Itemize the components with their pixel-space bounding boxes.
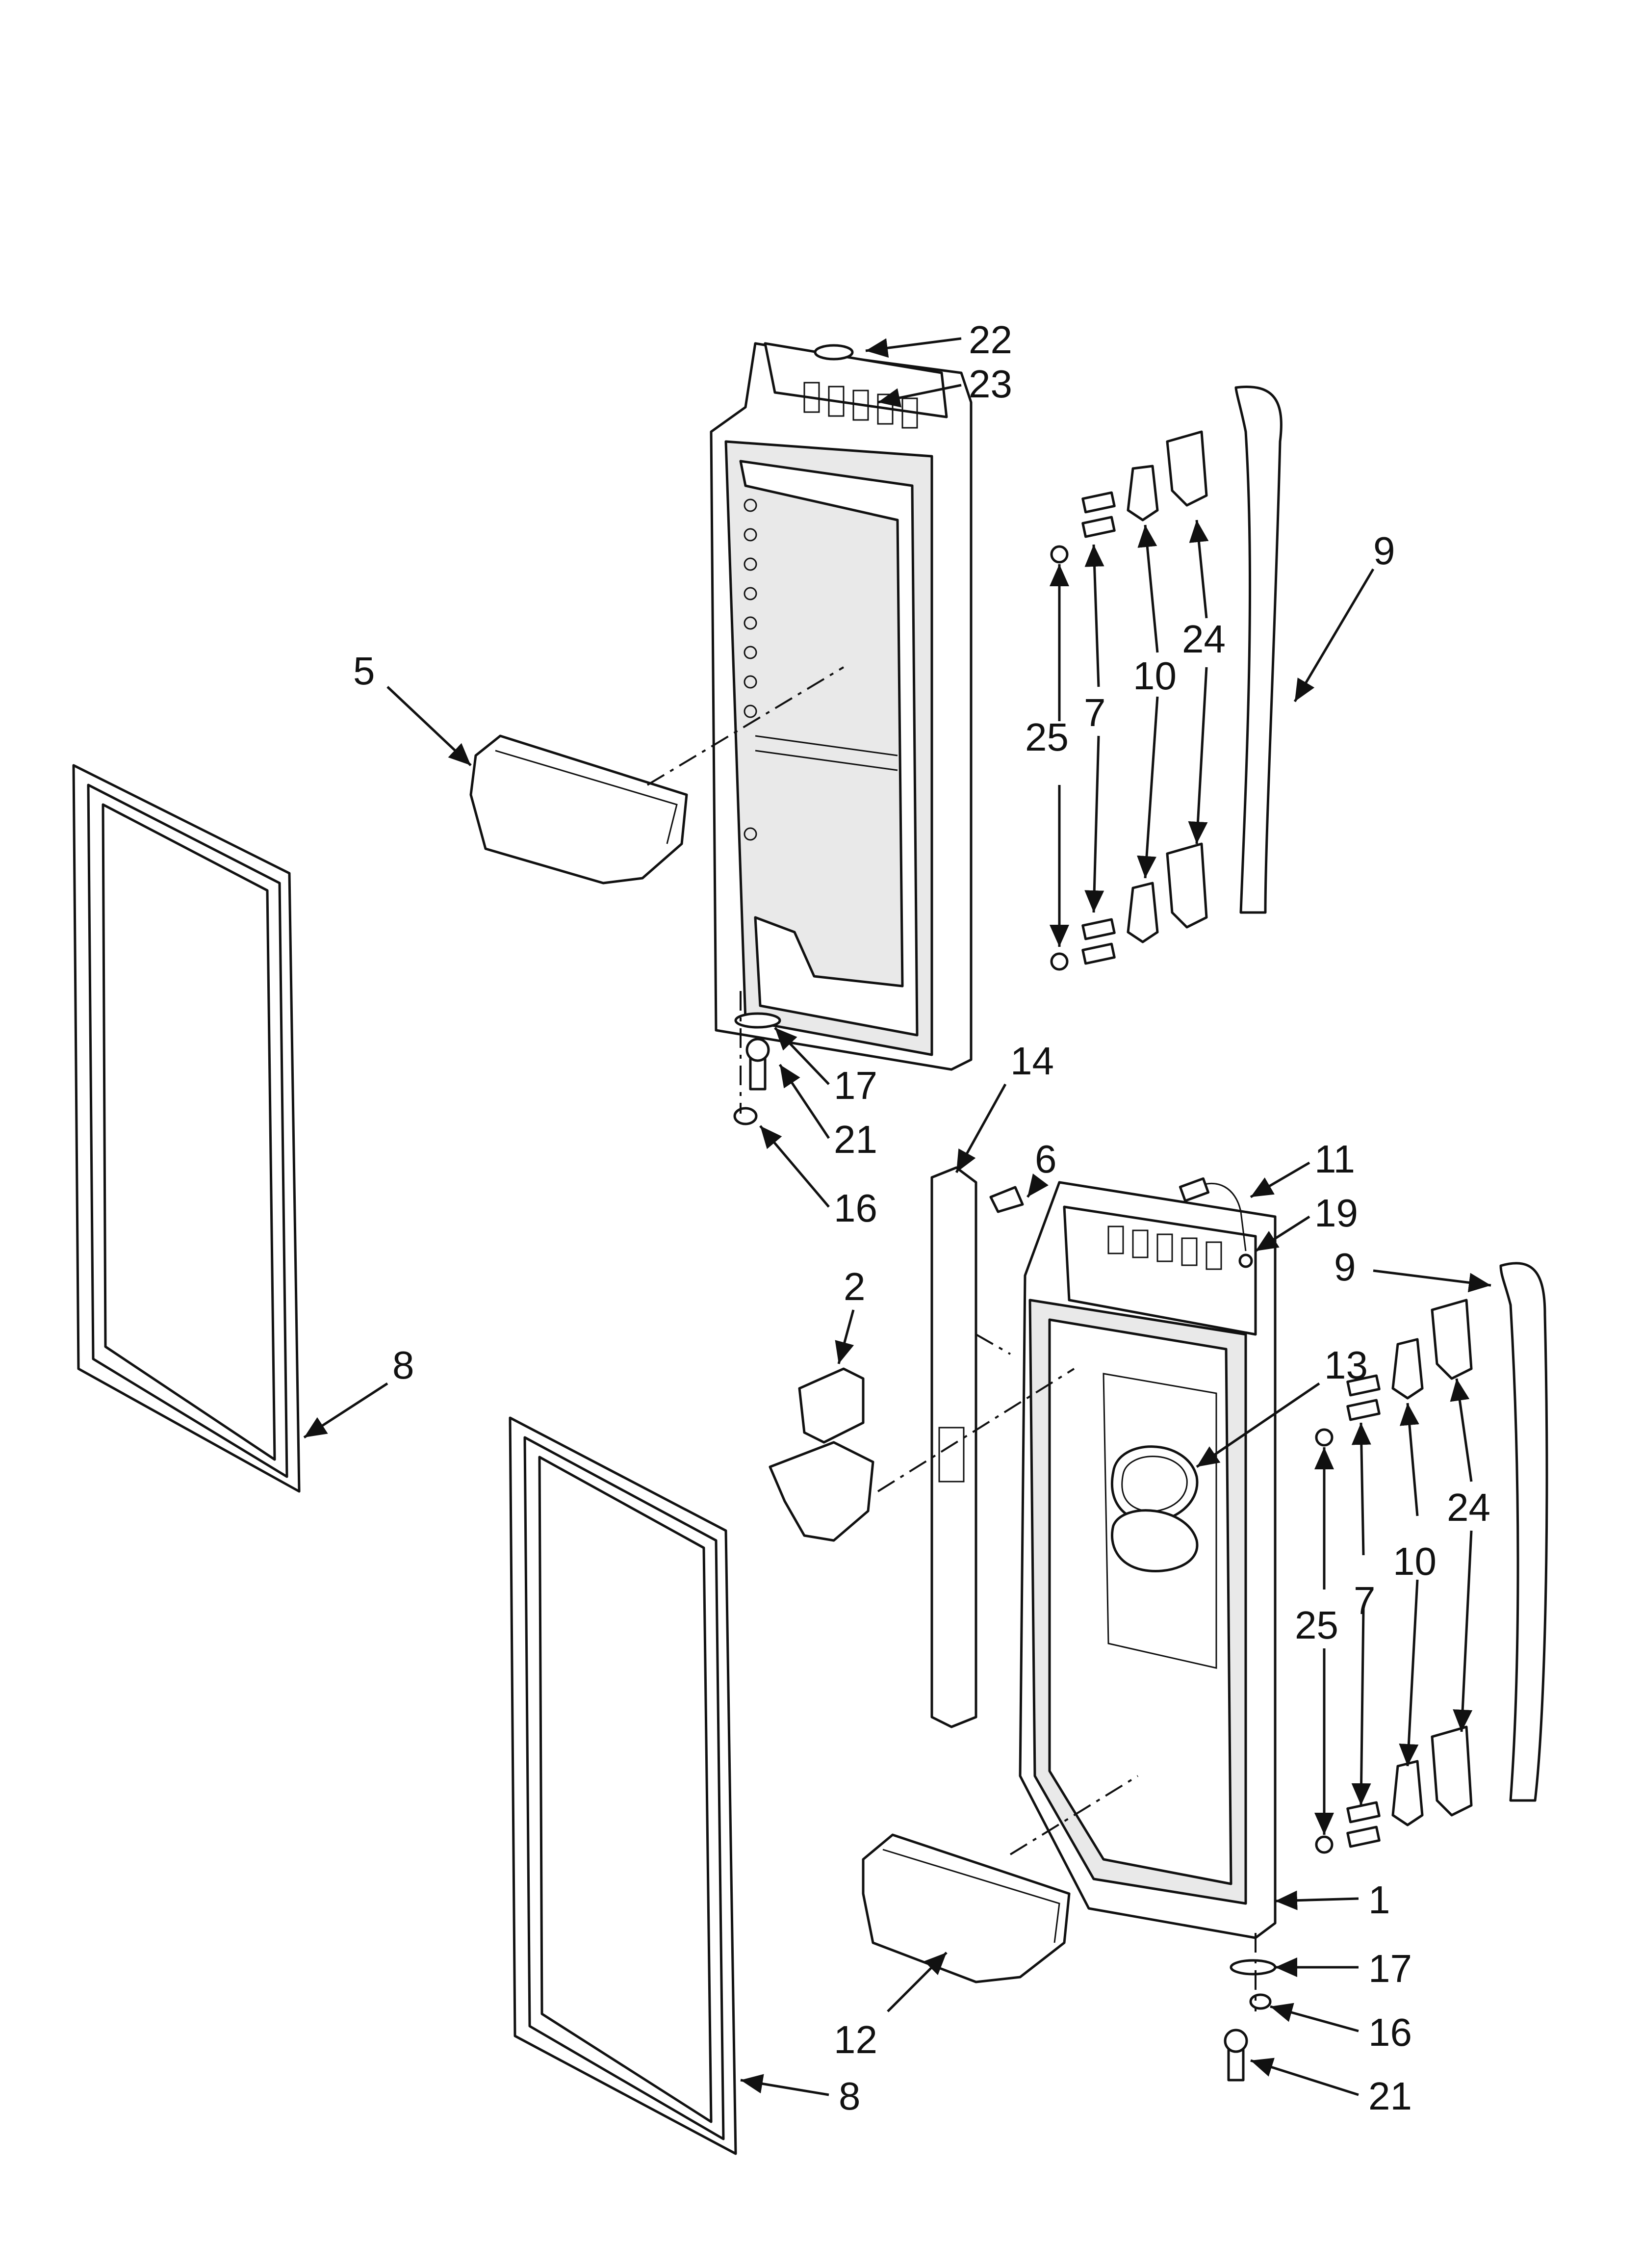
callout-16-upper: 16: [834, 1186, 877, 1230]
dispenser-slots: [1107, 1225, 1222, 1270]
callout-1: 1: [1368, 1878, 1390, 1922]
left-door-hinge-hardware: [733, 991, 781, 1125]
callout-6: 6: [1035, 1137, 1057, 1181]
callout-8-upper: 8: [392, 1343, 414, 1387]
callout-17-upper: 17: [834, 1064, 877, 1107]
callout-25-lower: 25: [1295, 1603, 1338, 1647]
hinge-strip-part-14: [930, 1166, 1011, 1728]
callout-7-lower: 7: [1354, 1579, 1376, 1622]
callout-25-upper: 25: [1025, 715, 1069, 759]
callout-2: 2: [844, 1265, 866, 1308]
left-door-liner: [710, 342, 973, 1071]
bracket-part-2: [769, 1367, 1075, 1542]
callout-21-lower: 21: [1368, 2074, 1412, 2118]
screw-part-6: [989, 1186, 1024, 1213]
dispenser-gasket-part-13: [1111, 1445, 1199, 1572]
right-door-hinge-hardware: [1224, 1933, 1277, 2082]
callout-22: 22: [969, 318, 1012, 362]
callout-7-upper: 7: [1084, 691, 1106, 734]
callout-13: 13: [1324, 1343, 1368, 1387]
callout-12: 12: [834, 2018, 877, 2061]
callout-16-lower: 16: [1368, 2010, 1412, 2054]
callout-24-upper: 24: [1182, 617, 1226, 661]
callout-9-upper: 9: [1373, 529, 1395, 573]
handle-mount-lower: [1315, 1299, 1473, 1854]
callout-8-lower: 8: [839, 2074, 861, 2118]
callout-11: 11: [1314, 1137, 1355, 1181]
door-handle-upper: [1234, 386, 1283, 914]
callout-21-upper: 21: [834, 1118, 877, 1161]
callout-14: 14: [1010, 1039, 1054, 1083]
callout-17-lower: 17: [1368, 1947, 1412, 1990]
door-handle-lower: [1499, 1262, 1548, 1802]
callout-5: 5: [353, 649, 375, 693]
callout-10-upper: 10: [1133, 654, 1177, 698]
tube-part-11: [1179, 1177, 1253, 1268]
callout-19: 19: [1314, 1191, 1358, 1235]
door-bin-part-5: [469, 734, 688, 885]
cap-part-22: [814, 344, 854, 361]
right-door-liner: [1019, 1181, 1277, 1939]
callout-23: 23: [969, 362, 1012, 406]
handle-mount-upper: [1050, 430, 1208, 971]
assembly-line-bin-left: [646, 666, 845, 786]
door-bin-part-12: [862, 1775, 1139, 1983]
callout-10-lower: 10: [1393, 1539, 1437, 1583]
callout-24-lower: 24: [1447, 1486, 1490, 1529]
callout-labels: 22 23 9 5 24 10 7 25 14 6 17 21 16 11 19…: [353, 318, 1490, 2118]
callout-9-lower: 9: [1334, 1245, 1356, 1289]
leader-lines: [303, 337, 1491, 2096]
door-gasket-lower: [509, 1416, 737, 2155]
door-shelf-dots: [744, 498, 757, 841]
door-gasket-left: [72, 764, 301, 1493]
